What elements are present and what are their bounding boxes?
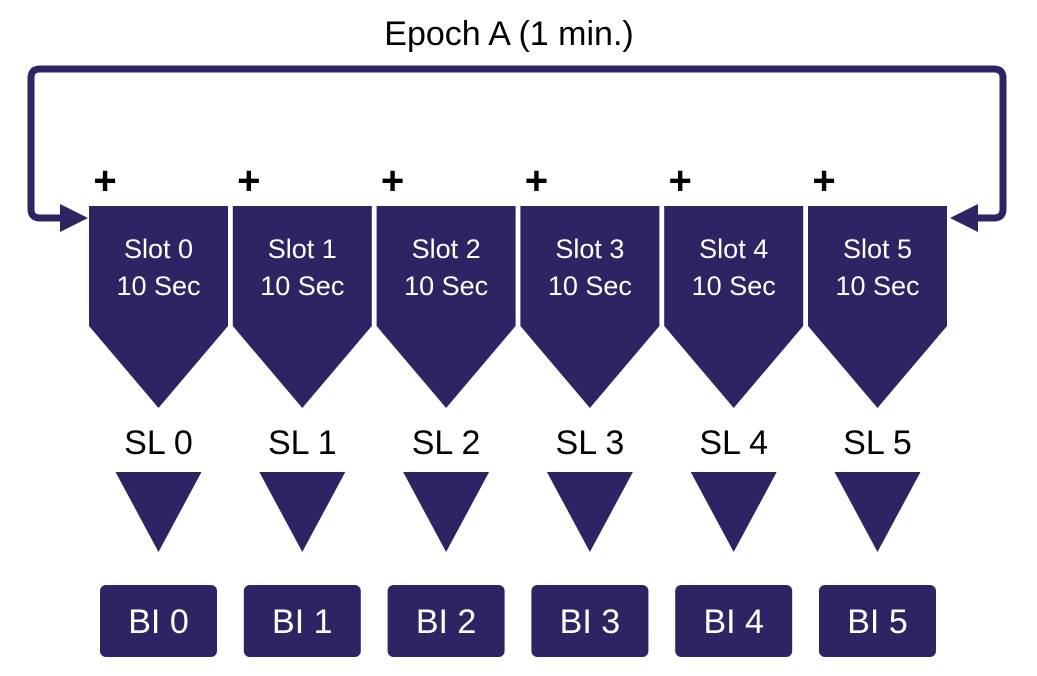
slot-name-label: Slot 0 [124, 234, 193, 264]
slot-block [89, 206, 228, 408]
bi-box [675, 585, 793, 657]
slot-plus-marker: + [525, 159, 548, 203]
bi-label: BI 4 [703, 603, 763, 641]
slot-duration-label: 10 Sec [404, 271, 488, 301]
loop-arrowhead-left [60, 204, 88, 232]
down-triangle [403, 472, 490, 552]
bi-box [819, 585, 936, 657]
bi-box [100, 585, 217, 657]
bi-label: BI 5 [847, 603, 907, 641]
slot-duration-label: 10 Sec [548, 271, 632, 301]
sl-label: SL 2 [412, 424, 481, 462]
bi-label: BI 1 [272, 603, 332, 641]
bi-box [387, 585, 505, 657]
slot-name-label: Slot 4 [699, 234, 768, 264]
slot-block [808, 206, 947, 408]
slot-block [376, 206, 516, 408]
slot-plus-marker: + [669, 159, 692, 203]
sl-label: SL 3 [556, 424, 625, 462]
down-triangle [690, 472, 777, 552]
slot-block [664, 206, 804, 408]
slots-group: + Slot 0 10 Sec SL 0 BI 0 + Slot 1 10 Sec SL 1 BI… [89, 159, 947, 657]
bi-label: BI 2 [416, 603, 476, 641]
slot-plus-marker: + [93, 159, 116, 203]
slot-plus-marker: + [237, 159, 260, 203]
bi-label: BI 3 [560, 603, 620, 641]
slot-duration-label: 10 Sec [116, 271, 200, 301]
epoch-loop-line [27, 65, 1007, 222]
sl-label: SL 0 [124, 424, 193, 462]
sl-label: SL 1 [268, 424, 337, 462]
sl-label: SL 4 [699, 424, 768, 462]
slot-plus-marker: + [381, 159, 404, 203]
epoch-title: Epoch A (1 min.) [384, 15, 633, 53]
slot-name-label: Slot 2 [412, 234, 481, 264]
slot-plus-marker: + [812, 159, 835, 203]
slot-duration-label: 10 Sec [692, 271, 776, 301]
slot-duration-label: 10 Sec [835, 271, 919, 301]
down-triangle [834, 472, 921, 552]
slot-name-label: Slot 3 [555, 234, 624, 264]
slot-name-label: Slot 1 [268, 234, 337, 264]
bi-label: BI 0 [128, 603, 188, 641]
slot-duration-label: 10 Sec [260, 271, 344, 301]
down-triangle [115, 472, 202, 552]
down-triangle [546, 472, 633, 552]
slot-name-label: Slot 5 [843, 234, 912, 264]
bi-box [531, 585, 649, 657]
slot-block [232, 206, 372, 408]
slot-block [520, 206, 660, 408]
sl-label: SL 5 [843, 424, 912, 462]
loop-arrowhead-right [950, 204, 978, 232]
down-triangle [259, 472, 346, 552]
bi-box [243, 585, 361, 657]
